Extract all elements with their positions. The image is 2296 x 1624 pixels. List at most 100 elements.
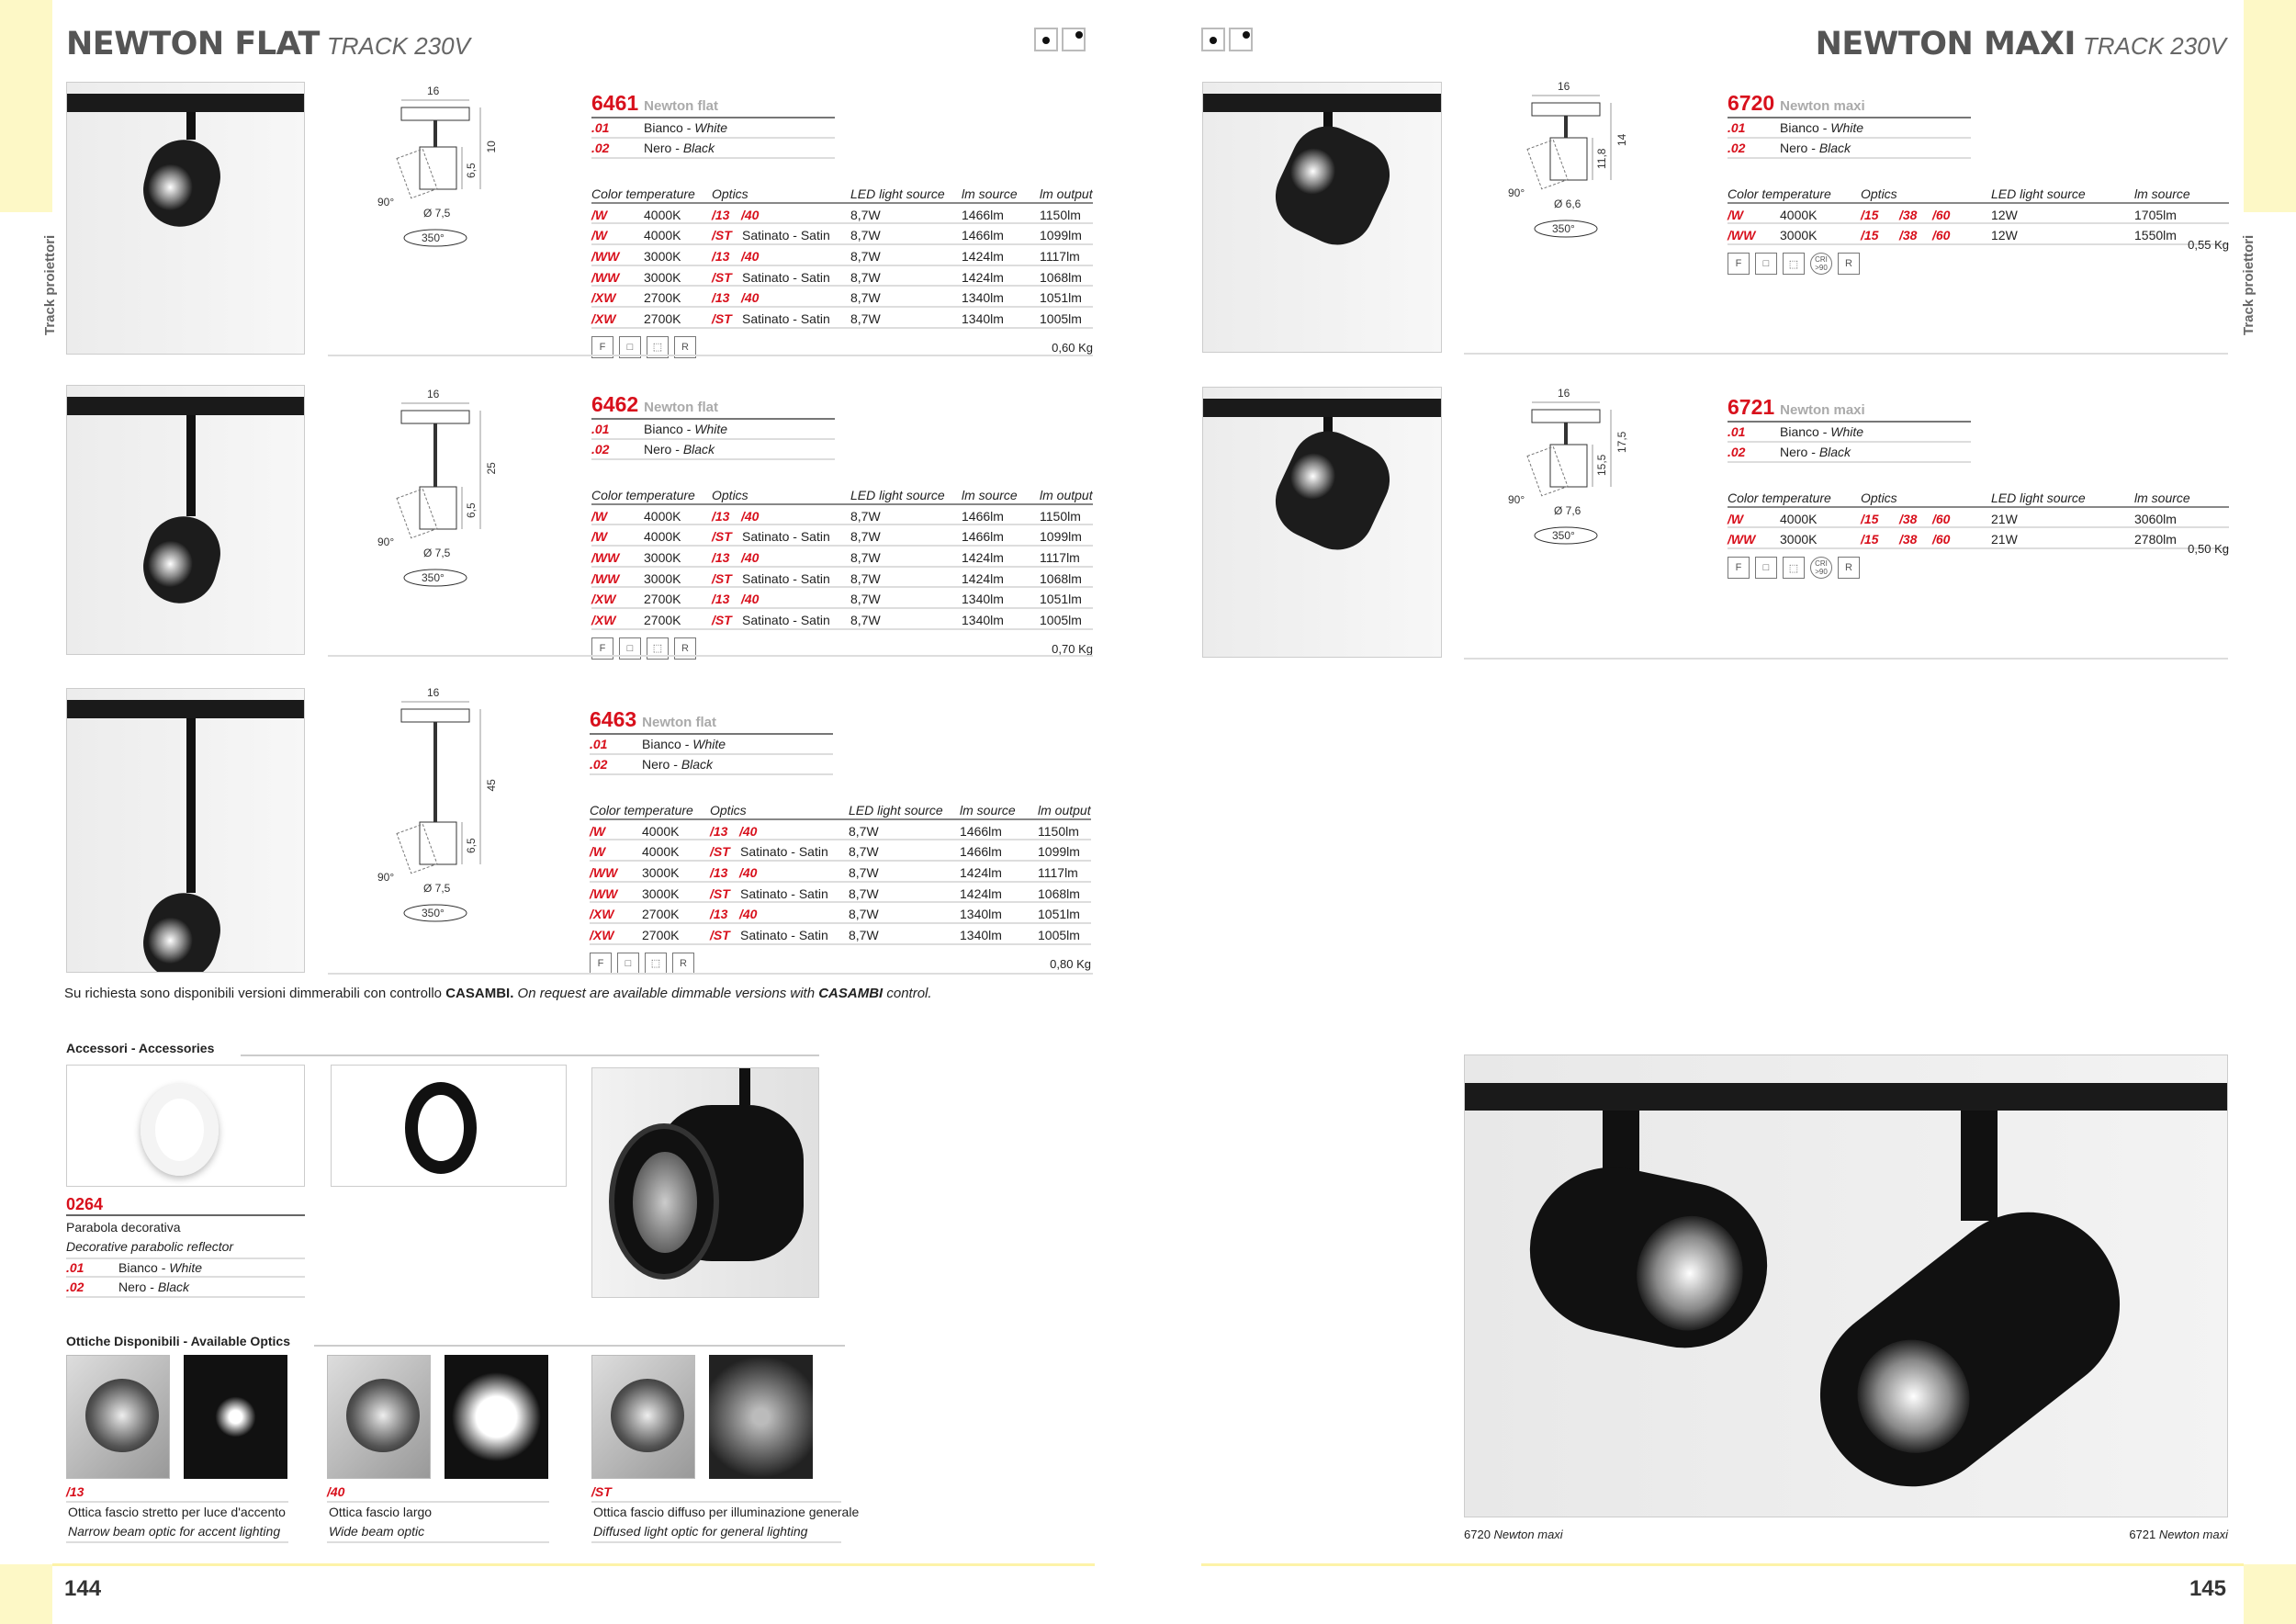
- spread-indicator: [1201, 28, 1253, 51]
- optic-beam-image: [709, 1355, 813, 1479]
- cert-icon: □: [619, 335, 641, 358]
- svg-text:10: 10: [485, 141, 498, 153]
- cert-icon: ⬚: [647, 335, 669, 358]
- svg-text:Ø 7,5: Ø 7,5: [423, 207, 451, 220]
- cert-icon: F: [1728, 253, 1750, 276]
- product-photo: [1202, 82, 1442, 353]
- cert-icon: F: [591, 637, 613, 660]
- certification-icons: F□⬚R: [591, 637, 1093, 660]
- optic-code: /13: [66, 1484, 84, 1499]
- optics-heading: Ottiche Disponibili - Available Optics: [66, 1334, 291, 1348]
- svg-text:90°: 90°: [377, 871, 394, 884]
- svg-text:6,5: 6,5: [465, 502, 478, 518]
- margin-tab: [2244, 0, 2296, 212]
- accessory-name: Parabola decorativa: [66, 1220, 181, 1235]
- svg-text:90°: 90°: [377, 196, 394, 209]
- optic-code: /40: [327, 1484, 345, 1499]
- svg-text:16: 16: [427, 85, 440, 97]
- svg-text:17,5: 17,5: [1615, 431, 1628, 453]
- reflector-mounted-image: [591, 1067, 819, 1298]
- accessory-name-en: Decorative parabolic reflector: [66, 1239, 234, 1254]
- optic-description-en: Narrow beam optic for accent lighting: [68, 1524, 281, 1539]
- certification-icons: F□⬚R: [590, 952, 1091, 975]
- cert-icon: F: [1728, 557, 1750, 580]
- spread-indicator: [1034, 28, 1086, 51]
- newton-maxi-photo: [1464, 1054, 2228, 1517]
- dimension-drawing: 16 15,5 17,5 90° Ø 7,6 350°: [1508, 387, 1628, 545]
- margin-tab: [2244, 1564, 2296, 1624]
- cert-icon: R: [674, 335, 696, 358]
- optic-lens-image: [591, 1355, 695, 1479]
- product-code: 6461: [591, 91, 639, 115]
- svg-text:16: 16: [427, 686, 440, 699]
- product-name: Newton maxi: [1780, 98, 1865, 114]
- optic-description: Ottica fascio stretto per luce d'accento: [68, 1505, 286, 1519]
- svg-text:350°: 350°: [422, 907, 445, 919]
- svg-text:45: 45: [485, 779, 498, 792]
- optic-description-en: Diffused light optic for general lightin…: [593, 1524, 808, 1539]
- dimension-drawing: 16 11,8 14 90° Ø 6,6 350°: [1508, 80, 1628, 238]
- svg-text:90°: 90°: [1508, 186, 1525, 199]
- product-weight: 0,60 Kg: [1052, 341, 1093, 355]
- optic-beam-image: [445, 1355, 548, 1479]
- svg-text:25: 25: [485, 462, 498, 475]
- product-name: Newton flat: [644, 98, 719, 114]
- accessories-heading: Accessori - Accessories: [66, 1041, 215, 1055]
- cert-icon: CRI >90: [1810, 253, 1832, 276]
- svg-text:Ø 6,6: Ø 6,6: [1554, 197, 1581, 210]
- product-photo: [66, 688, 305, 973]
- product-weight: 0,55 Kg: [2188, 238, 2229, 252]
- svg-text:Ø 7,6: Ø 7,6: [1554, 504, 1581, 517]
- cert-icon: F: [591, 335, 613, 358]
- margin-tab: [0, 1564, 52, 1624]
- product-photo: [66, 82, 305, 355]
- svg-text:Ø 7,5: Ø 7,5: [423, 547, 451, 559]
- svg-text:15,5: 15,5: [1595, 454, 1608, 476]
- product-photo: [1202, 387, 1442, 658]
- product-weight: 0,70 Kg: [1052, 642, 1093, 656]
- side-section-label: Track proiettori: [42, 234, 58, 335]
- product-weight: 0,50 Kg: [2188, 542, 2229, 556]
- cert-icon: □: [617, 952, 639, 975]
- svg-text:90°: 90°: [1508, 493, 1525, 506]
- photo-caption-left: 6720 Newton maxi: [1464, 1528, 1563, 1541]
- cert-icon: ⬚: [645, 952, 667, 975]
- svg-text:11,8: 11,8: [1595, 148, 1608, 169]
- product-code: 6720: [1728, 91, 1775, 115]
- cert-icon: R: [672, 952, 694, 975]
- certification-icons: F □ ⬚R: [591, 335, 1093, 358]
- svg-text:16: 16: [427, 388, 440, 400]
- cert-icon: □: [619, 637, 641, 660]
